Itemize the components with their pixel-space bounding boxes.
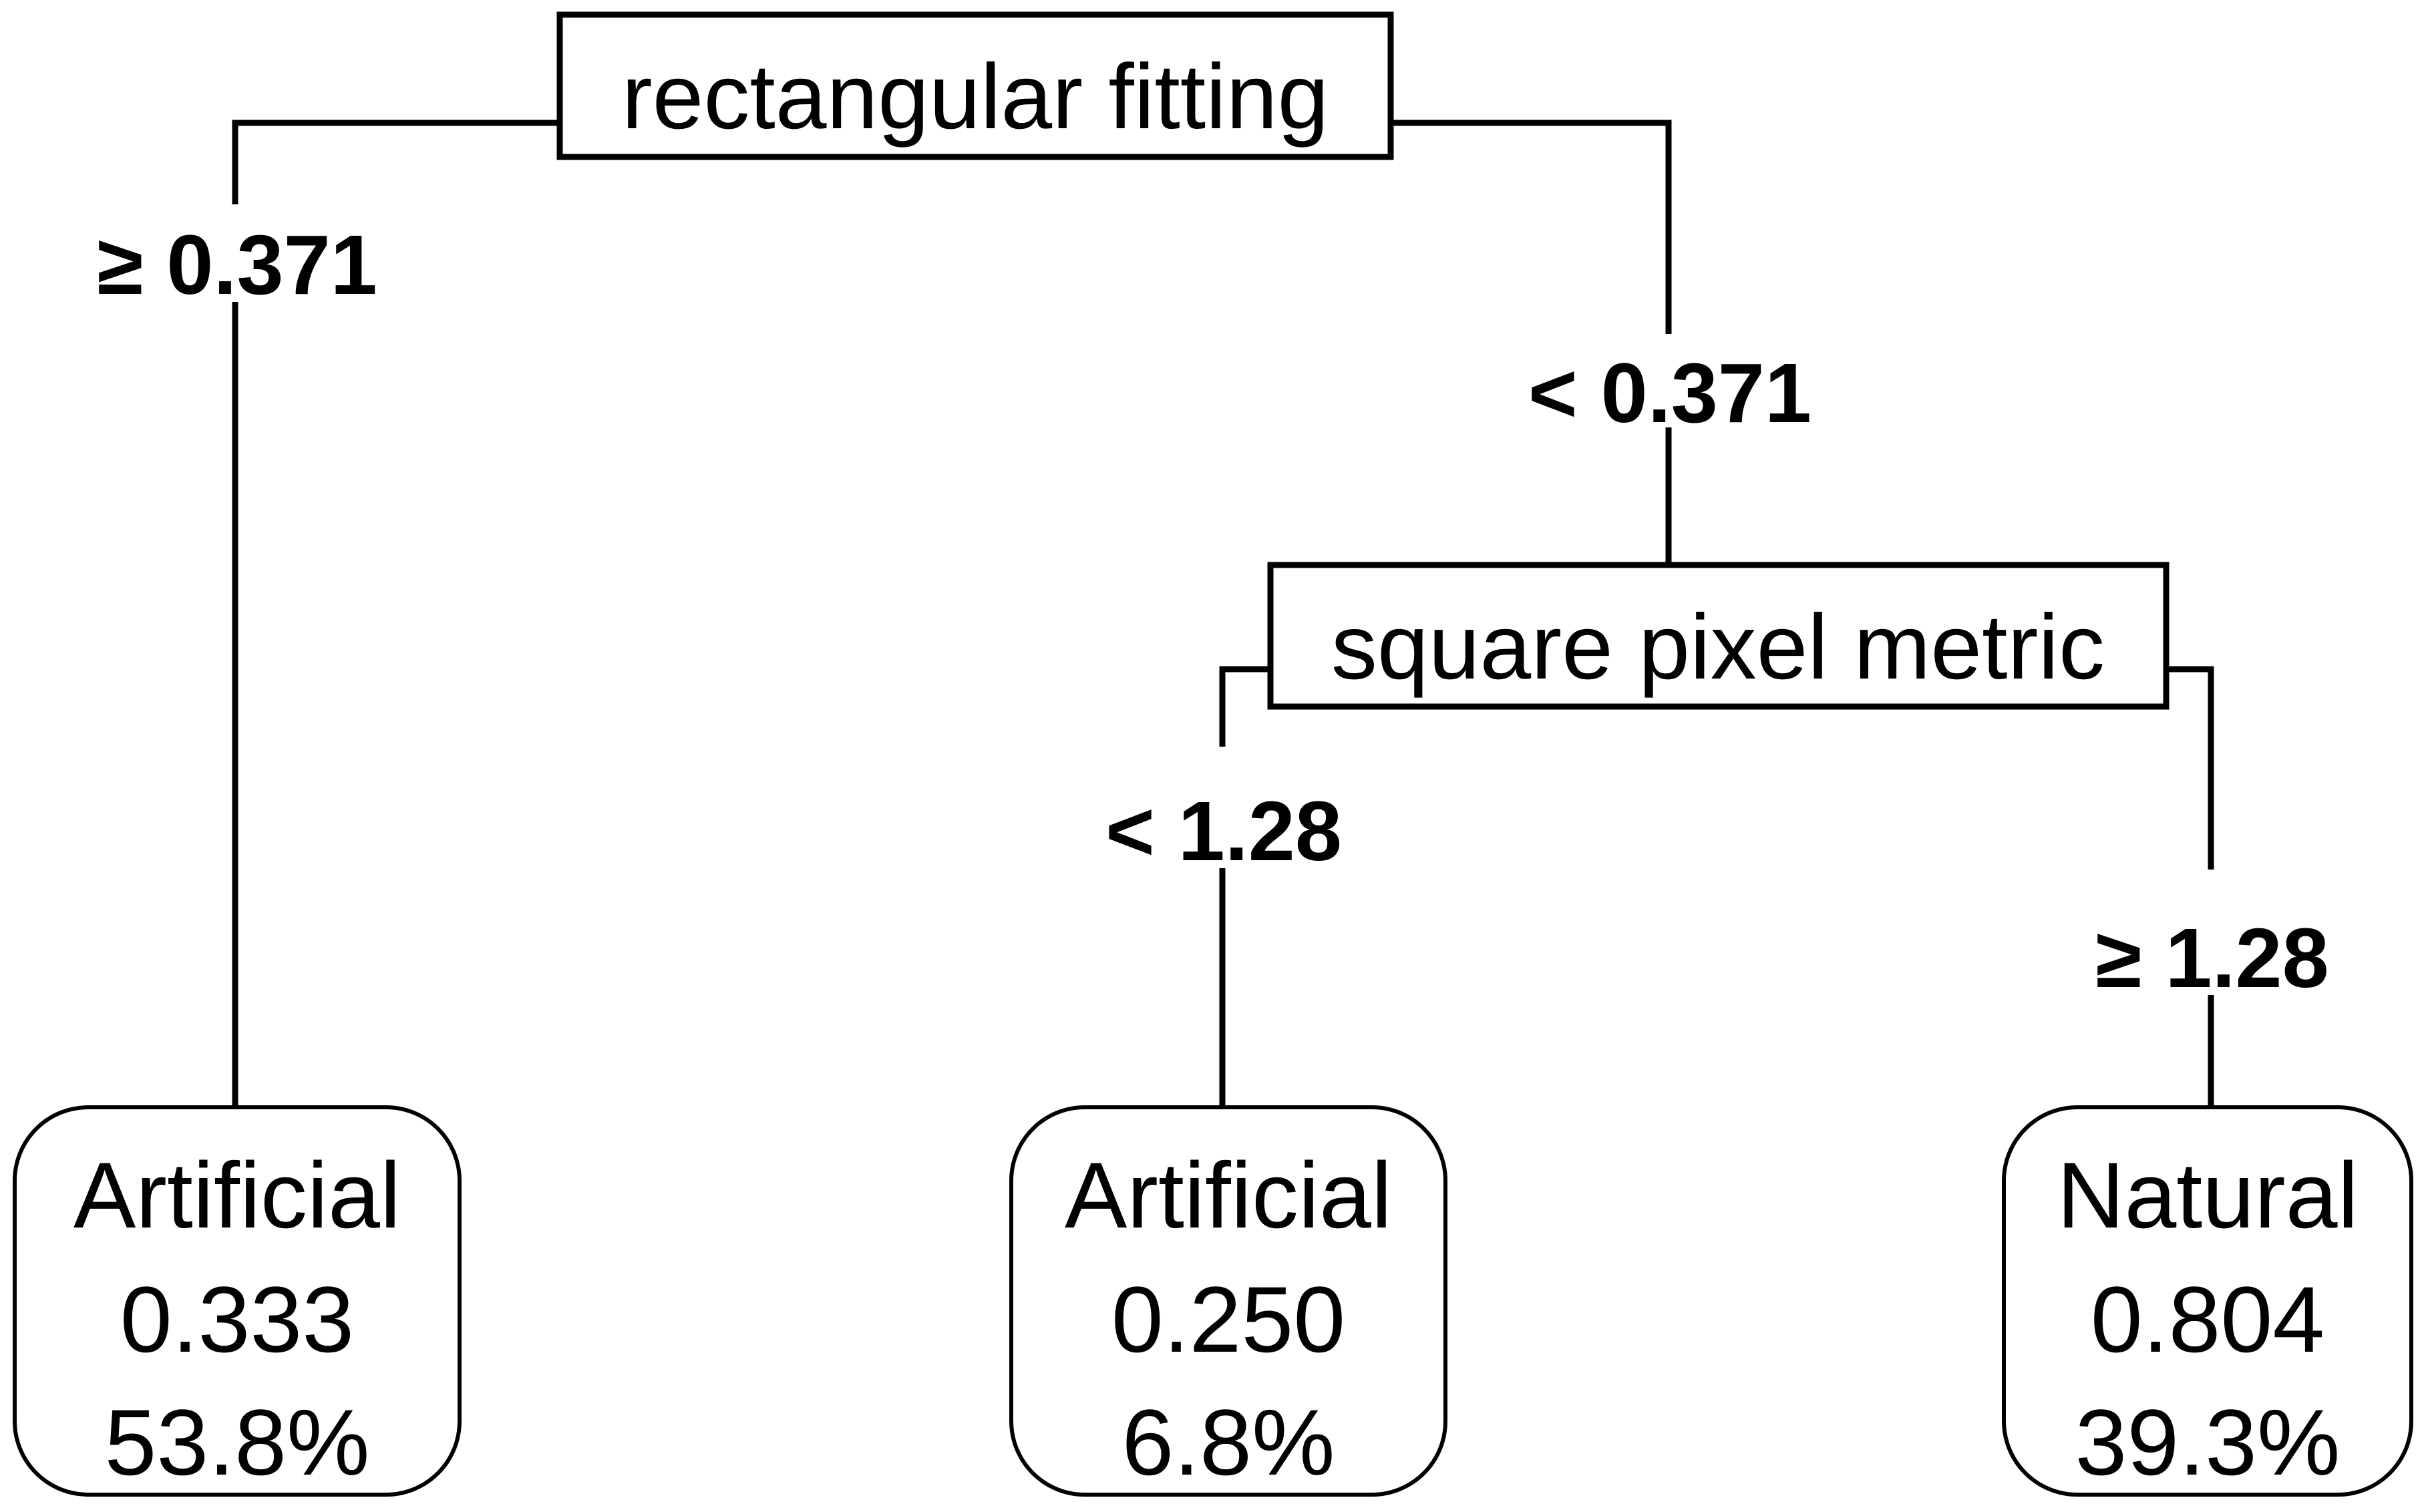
leaf-1-class-label: Artificial [73,1143,401,1248]
edge-split2-to-leaf3-upper [2166,666,2214,870]
edge-root-to-leaf1-upper [232,120,560,204]
leaf-node-2[interactable]: Artificial 0.250 6.8% [1009,1105,1447,1497]
leaf-2-percent: 6.8% [1121,1390,1335,1495]
leaf-2-class-label: Artificial [1065,1143,1392,1248]
split-node-2-box[interactable] [1267,562,2170,710]
node-root[interactable]: rectangular fitting [556,11,1394,160]
leaf-3-box[interactable] [2002,1105,2413,1497]
leaf-node-1[interactable]: Artificial 0.333 53.8% [13,1105,462,1497]
edge-label-root-right: < 0.371 [1528,346,1811,440]
leaf-1-probability: 0.333 [120,1267,354,1372]
leaf-node-3[interactable]: Natural 0.804 39.3% [2002,1105,2413,1497]
root-node-label: rectangular fitting [622,45,1329,148]
edge-label-root-left: ≥ 0.371 [97,218,377,312]
edge-group [232,120,2214,1109]
leaf-1-percent: 53.8% [105,1390,370,1495]
leaf-1-box[interactable] [13,1105,462,1497]
root-node-box[interactable] [556,11,1394,160]
edge-split2-to-leaf2-upper [1219,666,1270,747]
split-node-2-label: square pixel metric [1331,596,2105,699]
leaf-2-probability: 0.250 [1111,1267,1345,1372]
leaf-2-box[interactable] [1009,1105,1447,1497]
leaf-3-percent: 39.3% [2075,1390,2341,1495]
edge-label-split2-right: ≥ 1.28 [2095,911,2328,1005]
edge-label-split2-left: < 1.28 [1105,784,1342,878]
node-square-pixel-metric[interactable]: square pixel metric [1267,562,2170,710]
edge-root-to-split2-upper [1391,120,1672,334]
leaf-3-probability: 0.804 [2091,1267,2324,1372]
leaf-3-class-label: Natural [2057,1143,2358,1248]
